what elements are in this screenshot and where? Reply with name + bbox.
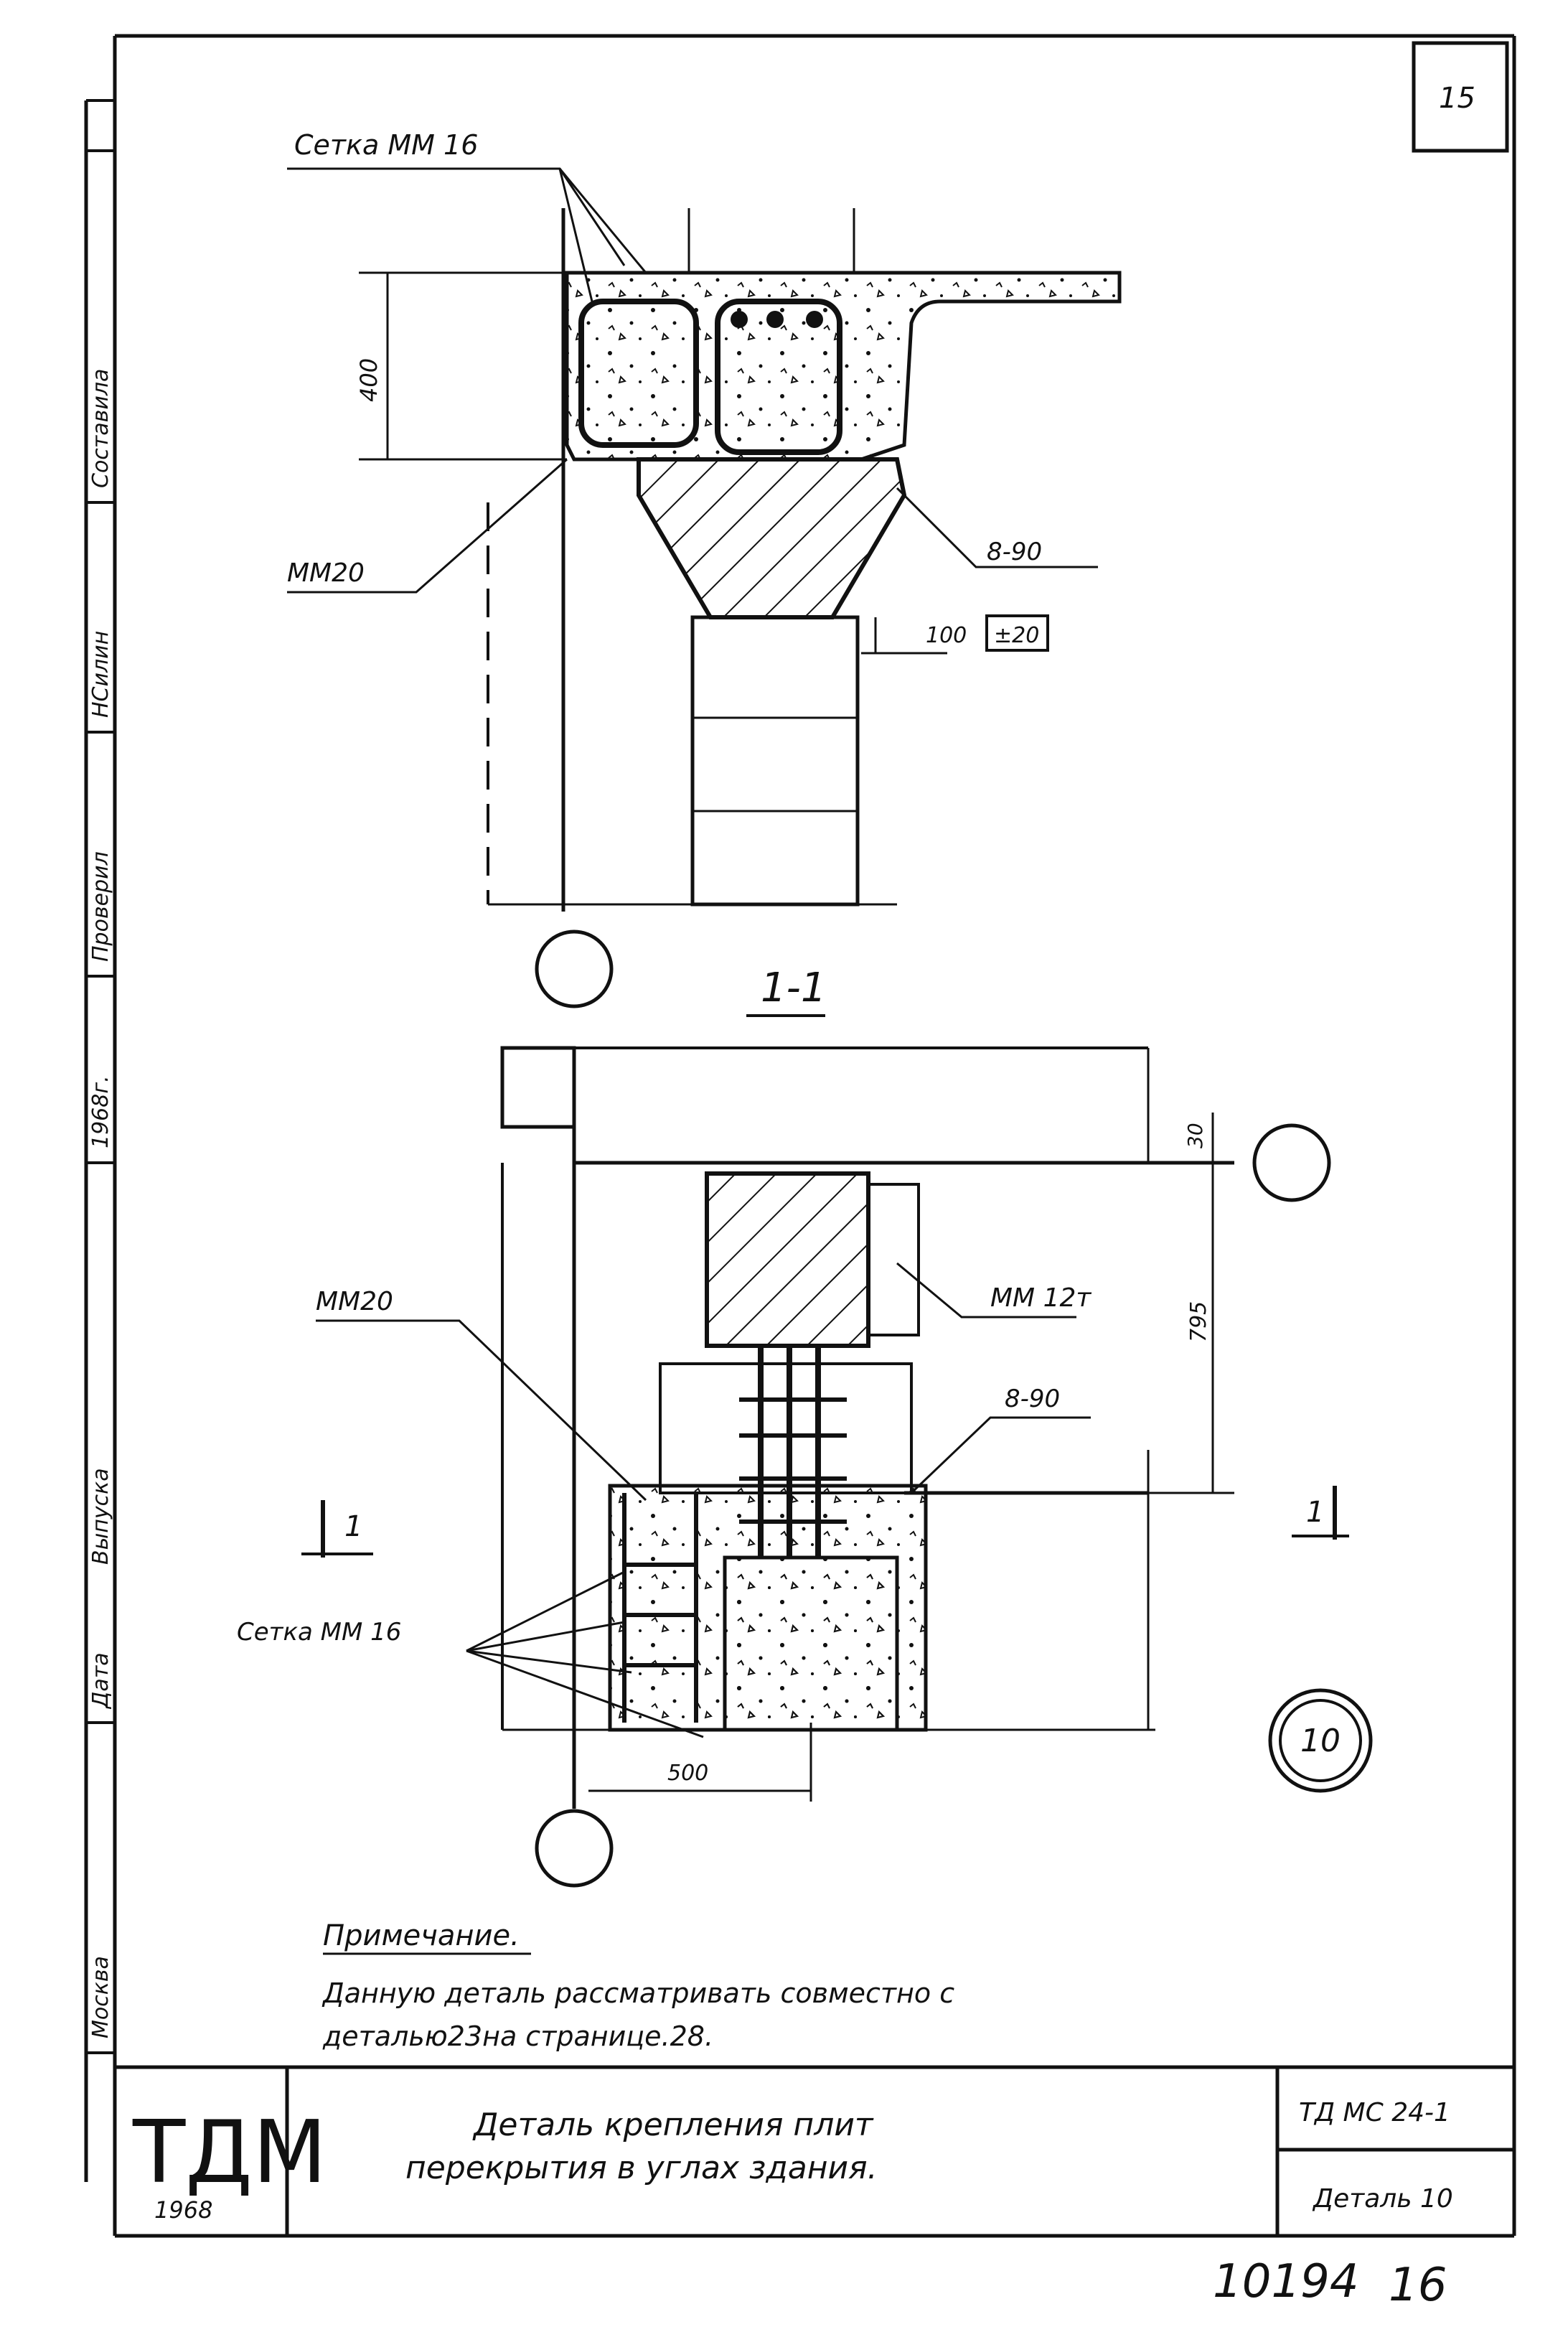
dim-30: 30: [1183, 1123, 1207, 1148]
sheet-frame: [84, 34, 1516, 2238]
detail-circle-inner: [1279, 1699, 1362, 1782]
stamp-number: 10194: [1213, 2255, 1359, 2308]
label-mm20-top: ММ20: [287, 558, 365, 588]
detail-circle-outer: [1268, 1688, 1373, 1793]
side-strip-issue: Выпуска: [88, 1468, 113, 1565]
label-mm12-plan: ММ 12т: [990, 1283, 1092, 1313]
page-number-box: 15: [1412, 41, 1509, 153]
rebar-cage-left: [578, 299, 699, 448]
page-number: 15: [1439, 82, 1475, 115]
dim-100: 100: [926, 623, 967, 648]
side-strip-signature: НСилин: [88, 631, 113, 718]
label-mesh-plan: Сетка ММ 16: [237, 1618, 401, 1647]
label-mesh-top: Сетка ММ 16: [294, 129, 478, 161]
side-strip-date: Дата: [88, 1652, 113, 1710]
title-block: [115, 2065, 1514, 2236]
label-mm20-plan: ММ20: [316, 1287, 393, 1316]
title-block-sheet-name: Деталь 10: [1312, 2184, 1453, 2214]
plan-view-drawing: [301, 1046, 1373, 1888]
dim-795: 795: [1186, 1301, 1211, 1342]
axis-marker-right: [1252, 1123, 1331, 1202]
beam-section: [637, 457, 907, 619]
label-8-90-plan: 8-90: [1005, 1385, 1060, 1413]
side-strip-checked: Проверил: [88, 851, 113, 962]
side-strip: [86, 99, 115, 2054]
cut-label-right: 1: [1306, 1496, 1324, 1529]
note-heading: Примечание.: [323, 1919, 520, 1952]
detail-number: 10: [1300, 1723, 1341, 1759]
side-strip-city: Москва: [88, 1956, 113, 2038]
note-line-1: Данную деталь рассматривать совместно с: [321, 1977, 954, 2009]
title-block-logo: ТДМ: [132, 2103, 327, 2203]
column-below: [690, 615, 860, 907]
axis-marker-bottom: [535, 1809, 614, 1888]
axis-marker-top: [535, 929, 614, 1008]
stamp-page: 16: [1389, 2259, 1447, 2312]
title-block-code: ТД МС 24-1: [1299, 2098, 1450, 2127]
title-line-1: Деталь крепления плит: [472, 2107, 874, 2143]
dim-400: 400: [355, 358, 382, 402]
dim-500: 500: [667, 1761, 708, 1786]
section-title-1-1: 1-1: [761, 965, 826, 1011]
plan-column-cap: [705, 1171, 870, 1348]
dim-pm20: ±20: [994, 623, 1039, 648]
note-line-2: деталью23на странице.28.: [322, 2020, 713, 2052]
title-block-year: 1968: [154, 2196, 212, 2224]
section-1-1-drawing: [287, 167, 1122, 1008]
dim-pm20-box: [985, 614, 1049, 652]
label-8-90-top: 8-90: [987, 538, 1042, 566]
cut-label-left: 1: [344, 1510, 362, 1543]
title-line-2: перекрытия в углах здания.: [405, 2150, 878, 2186]
rebar-cage-right: [715, 299, 842, 455]
side-strip-year: 1968г.: [88, 1075, 113, 1148]
side-strip-compiled: Составила: [88, 369, 113, 488]
plan-slab-left: [500, 1046, 576, 1129]
